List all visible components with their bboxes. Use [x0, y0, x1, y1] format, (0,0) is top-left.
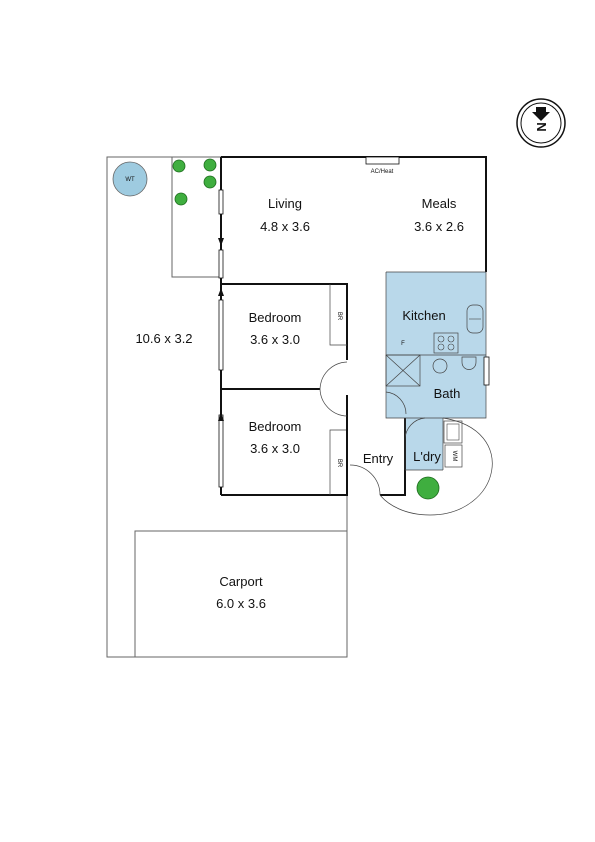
bedroom1-walls — [221, 283, 348, 360]
washing-machine-label: WM — [451, 451, 457, 462]
living-name: Living — [268, 196, 302, 211]
bedroom2-robe-label: BR — [336, 459, 342, 468]
cooktop-burner — [437, 343, 445, 351]
ac-heat-unit — [365, 156, 400, 165]
yard-dims: 10.6 x 3.2 — [135, 331, 192, 346]
laundry-tub-icon — [443, 420, 463, 444]
compass: N — [516, 98, 566, 148]
bedroom2-door-swing — [319, 388, 348, 417]
bedroom1-name: Bedroom — [249, 310, 302, 325]
wet-area-fill — [386, 272, 486, 470]
laundry-name: L'dry — [413, 449, 441, 464]
tree-icon — [416, 476, 440, 500]
carport-outline — [134, 530, 348, 658]
laundry-door-swing — [404, 417, 426, 441]
living-window-1 — [218, 189, 224, 215]
ac-heat-label: AC/Heat — [371, 169, 394, 175]
house-wall-outline — [221, 156, 487, 272]
carport-name: Carport — [219, 574, 263, 589]
bath-basin-icon — [432, 358, 448, 374]
bedroom1-robe — [329, 284, 347, 346]
water-tank-label: WT — [125, 177, 135, 183]
fridge-space — [385, 354, 421, 387]
cooktop-icon — [433, 332, 459, 354]
fridge-label: F — [401, 341, 405, 347]
toilet-icon — [461, 356, 477, 370]
water-tank — [112, 161, 148, 197]
bath-door-swing — [385, 391, 407, 415]
bedroom1-dims: 3.6 x 3.0 — [250, 332, 300, 347]
bedroom1-robe-label: BR — [336, 312, 342, 321]
bedroom2-robe — [329, 429, 347, 495]
compass-north-label: N — [534, 122, 549, 131]
laundry-tub-inner — [446, 423, 460, 441]
bath-name: Bath — [434, 386, 461, 401]
north-arrow-icon — [532, 107, 550, 121]
living-window-2 — [218, 249, 224, 279]
living-dims: 4.8 x 3.6 — [260, 219, 310, 234]
carport-dims: 6.0 x 3.6 — [216, 596, 266, 611]
tree-icon — [172, 159, 186, 173]
tree-icon — [174, 192, 188, 206]
bedroom1-door-swing — [319, 361, 348, 390]
cooktop-burner — [437, 335, 445, 343]
entry-name: Entry — [363, 451, 394, 466]
bedroom1-slide-arrow-icon — [218, 288, 224, 296]
meals-name: Meals — [422, 196, 457, 211]
bedroom2-window — [218, 414, 224, 488]
laundry-outdoor-door-swing — [379, 417, 493, 516]
cooktop-burner — [447, 343, 455, 351]
entry-door-swing — [349, 464, 381, 496]
fridge-cross-b — [385, 354, 421, 387]
bedroom2-name: Bedroom — [249, 419, 302, 434]
kitchen-sink-icon — [466, 304, 484, 334]
yard-fence — [171, 157, 221, 278]
bath-window — [483, 356, 490, 386]
kitchen-name: Kitchen — [402, 308, 445, 323]
bedroom2-slide-arrow-icon — [218, 413, 224, 421]
cooktop-burner — [447, 335, 455, 343]
bedroom1-window — [218, 299, 224, 371]
washing-machine — [444, 444, 463, 468]
tree-icon — [203, 158, 217, 172]
living-slide-arrow-icon — [218, 238, 224, 246]
meals-dims: 3.6 x 2.6 — [414, 219, 464, 234]
bedroom2-dims: 3.6 x 3.0 — [250, 441, 300, 456]
tree-icon — [203, 175, 217, 189]
